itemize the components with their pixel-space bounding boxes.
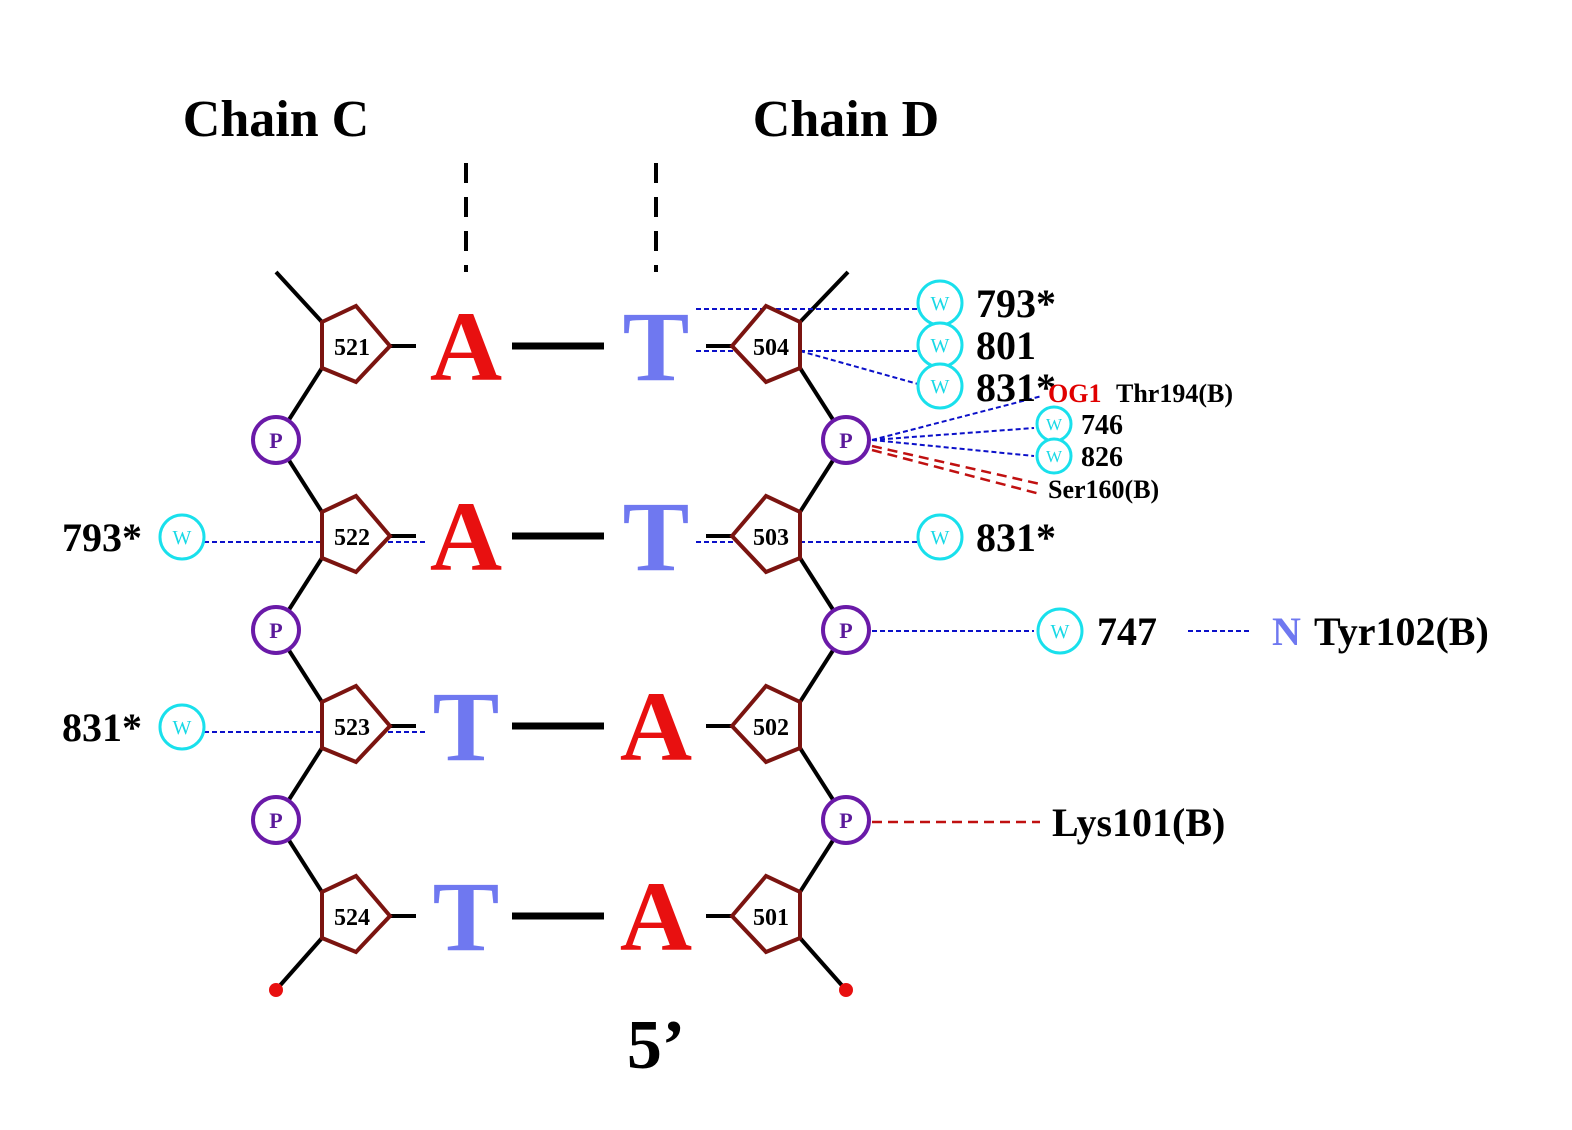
svg-text:P: P — [269, 618, 282, 643]
water-label-801: 801 — [976, 323, 1036, 368]
phosphate-d-1: P — [821, 415, 871, 465]
residue-tyr102: Tyr102(B) — [1314, 609, 1489, 654]
svg-text:P: P — [839, 428, 852, 453]
sugar-501: 501 — [729, 873, 802, 955]
phosphate-c-2: P — [251, 605, 301, 655]
sugar-523: 523 — [320, 683, 393, 765]
water-icon: W — [173, 717, 192, 739]
sugar-502: 502 — [729, 683, 802, 765]
base-t-row1: T — [623, 291, 690, 402]
base-t-row4: T — [433, 861, 500, 972]
water-icon: W — [931, 293, 950, 315]
five-prime-label: 5’ — [627, 1007, 685, 1084]
terminal-dot-left — [269, 983, 283, 997]
water-icon: W — [173, 527, 192, 549]
base-a-row2: A — [430, 481, 502, 592]
residue-ser160: Ser160(B) — [1048, 475, 1159, 504]
water-icon: W — [931, 335, 950, 357]
water-icon: W — [1046, 447, 1063, 466]
water-793-right: W — [916, 279, 964, 327]
phosphate-c-1: P — [251, 415, 301, 465]
residue-label: 523 — [334, 715, 370, 741]
water-826: W — [1035, 437, 1073, 475]
phosphate-c-3: P — [251, 795, 301, 845]
residue-label: 502 — [753, 715, 789, 741]
water-831-row2-right: W — [916, 513, 964, 561]
hydrogen-bond-lines — [204, 308, 1252, 733]
residue-lys101: Lys101(B) — [1052, 800, 1225, 845]
water-746: W — [1035, 405, 1073, 443]
water-icon: W — [1051, 621, 1070, 643]
water-label-746: 746 — [1081, 410, 1123, 441]
water-747: W — [1036, 607, 1084, 655]
base-a-row1: A — [430, 291, 502, 402]
phosphate-d-3: P — [821, 795, 871, 845]
base-a-row4: A — [620, 861, 692, 972]
water-831-top: W — [916, 362, 964, 410]
phosphate-d-2: P — [821, 605, 871, 655]
svg-text:P: P — [269, 808, 282, 833]
chain-c-label: Chain C — [183, 91, 369, 148]
svg-text:P: P — [269, 428, 282, 453]
sugar-521: 521 — [320, 303, 393, 385]
sugar-524: 524 — [320, 873, 393, 955]
svg-text:P: P — [839, 618, 852, 643]
residue-label: 522 — [334, 525, 370, 551]
water-label-793: 793* — [976, 281, 1056, 326]
base-pair-bonds — [512, 342, 604, 920]
base-a-row3: A — [620, 671, 692, 782]
water-icon: W — [931, 376, 950, 398]
water-label-831-top: 831* — [976, 365, 1056, 410]
base-t-row3: T — [433, 671, 500, 782]
sugar-504: 504 — [729, 303, 802, 385]
terminal-dot-right — [839, 983, 853, 997]
water-793-left: W — [158, 513, 206, 561]
water-831-left: W — [158, 703, 206, 751]
water-801: W — [916, 321, 964, 369]
svg-text:P: P — [839, 808, 852, 833]
chain-d-label: Chain D — [753, 91, 939, 148]
sugar-503: 503 — [729, 493, 802, 575]
residue-thr194: Thr194(B) — [1116, 379, 1233, 408]
residue-label: 524 — [334, 905, 370, 931]
water-label-793-left: 793* — [62, 515, 142, 560]
nonbonded-contact-lines — [871, 444, 1041, 824]
residue-label: 503 — [753, 525, 789, 551]
residue-label: 501 — [753, 905, 789, 931]
residue-label: 504 — [753, 335, 789, 361]
residue-label: 521 — [334, 335, 370, 361]
water-icon: W — [1046, 415, 1063, 434]
atom-og1: OG1 — [1048, 379, 1101, 408]
water-icon: W — [931, 527, 950, 549]
water-label-826: 826 — [1081, 442, 1123, 473]
water-label-831-left: 831* — [62, 705, 142, 750]
water-label-831-row2: 831* — [976, 515, 1056, 560]
base-t-row2: T — [623, 481, 690, 592]
atom-n: N — [1272, 609, 1301, 654]
water-label-747: 747 — [1097, 609, 1157, 654]
sugar-522: 522 — [320, 493, 393, 575]
